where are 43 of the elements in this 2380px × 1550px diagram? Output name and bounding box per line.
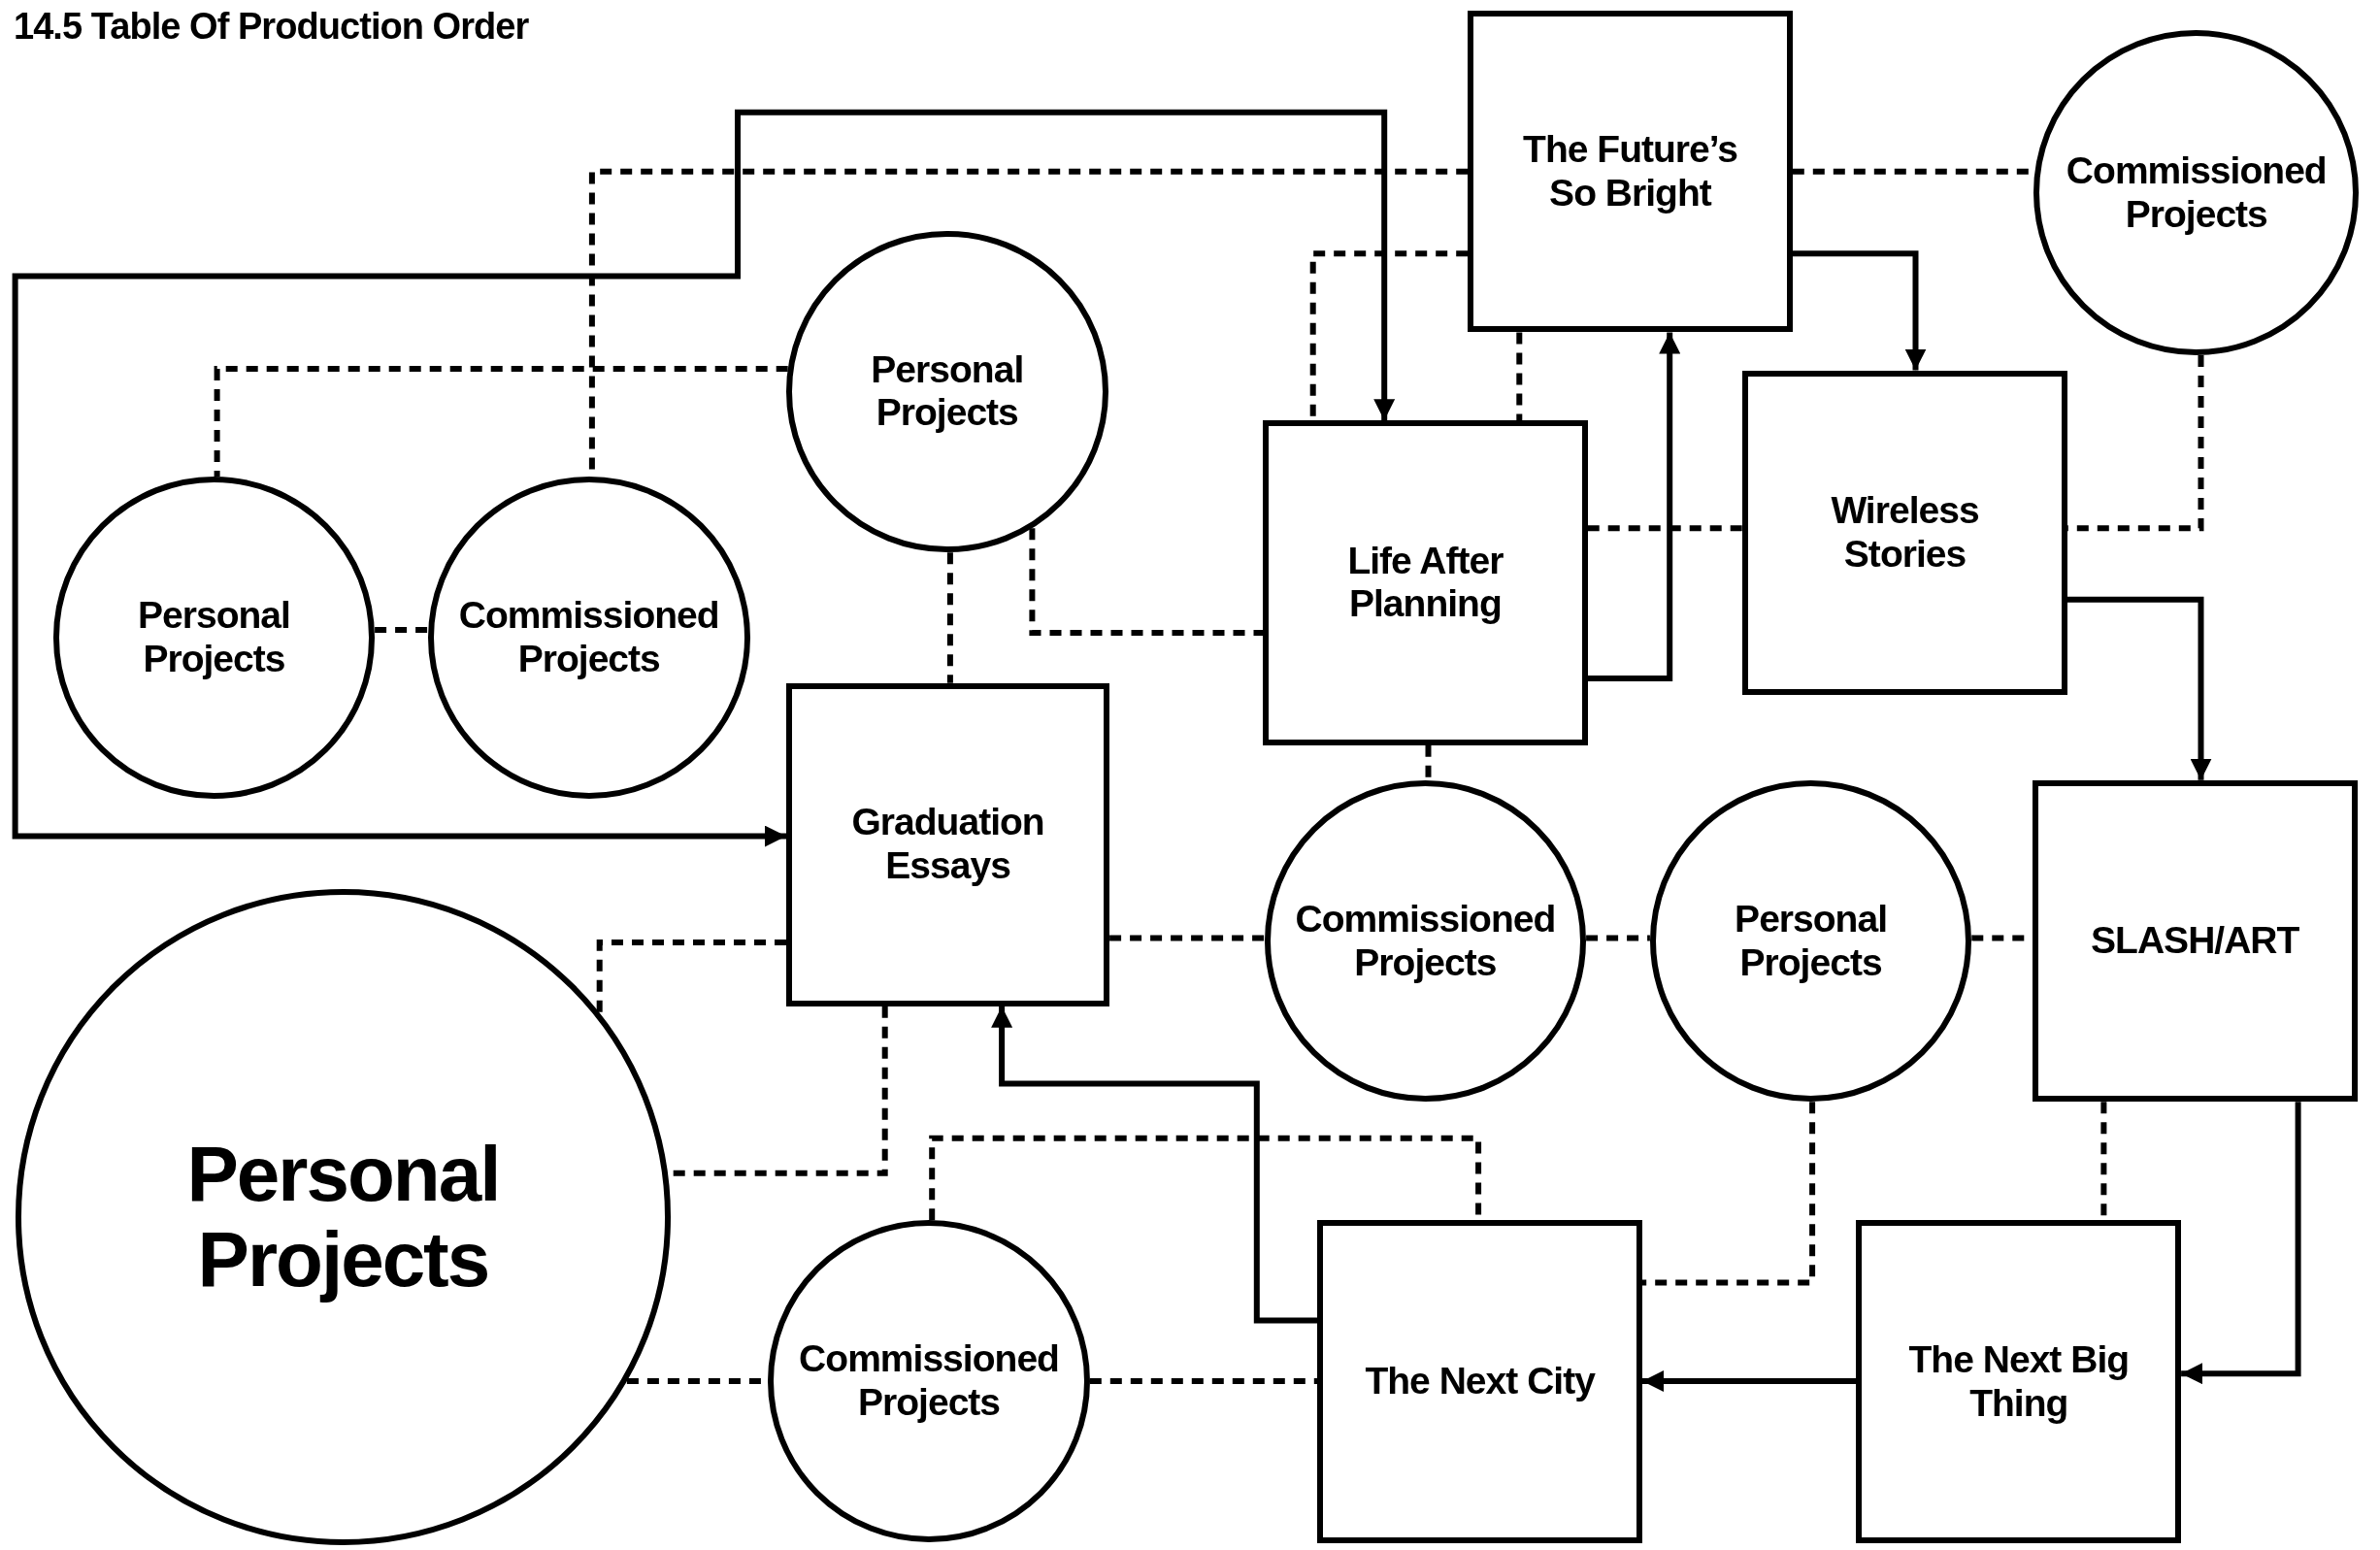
dashed-connector [1516, 332, 1523, 421]
node-label: Personal Projects [870, 347, 1025, 436]
dashed-connector [1642, 1102, 1816, 1286]
arrow [991, 1006, 1318, 1324]
dashed-connector [1029, 528, 1264, 637]
dashed-connector [946, 552, 953, 683]
dashed-connector [375, 627, 429, 633]
dashed-connector [1109, 935, 1265, 941]
arrow [1792, 250, 1927, 371]
process-box [1468, 10, 1793, 333]
arrow [1587, 332, 1681, 681]
dashed-connector [1425, 744, 1432, 780]
process-box [1856, 1220, 2182, 1544]
dashed-connector [214, 366, 788, 478]
arrow [1642, 1370, 1857, 1392]
process-box [1263, 420, 1588, 745]
dashed-connector [1587, 525, 1743, 532]
node-label: Personal Projects [1734, 897, 1889, 985]
process-box [786, 682, 1110, 1006]
process-box [1742, 370, 2067, 696]
arrow [12, 109, 1396, 847]
node-label: The Next City [1365, 1360, 1595, 1404]
arrow [2181, 1102, 2301, 1385]
process-box [1317, 1220, 1642, 1544]
arrow [2066, 596, 2212, 780]
dashed-connector [1089, 1378, 1318, 1384]
node-label: Life After Planning [1346, 539, 1504, 627]
node-label: The Next Big Thing [1907, 1337, 2131, 1426]
process-box [2032, 779, 2358, 1103]
node-label: SLASH/ART [2091, 919, 2299, 963]
dashed-connector [929, 1135, 1482, 1221]
dashed-connector [1586, 935, 1650, 941]
node-label: Wireless Stories [1830, 489, 1980, 577]
node-label: The Future’s So Bright [1522, 127, 1738, 215]
node-label: Commissioned Projects [2065, 148, 2328, 237]
diagram-title: 14.5 Table Of Production Order [14, 5, 529, 49]
node-label: Commissioned Projects [457, 593, 720, 681]
dashed-connector [596, 940, 786, 1013]
node-label: Personal Projects [137, 593, 291, 681]
node-label: Graduation Essays [850, 801, 1045, 889]
node-label: Personal Projects [185, 1132, 501, 1303]
node-label: Commissioned Projects [1294, 897, 1557, 985]
node-label: Commissioned Projects [798, 1337, 1060, 1425]
